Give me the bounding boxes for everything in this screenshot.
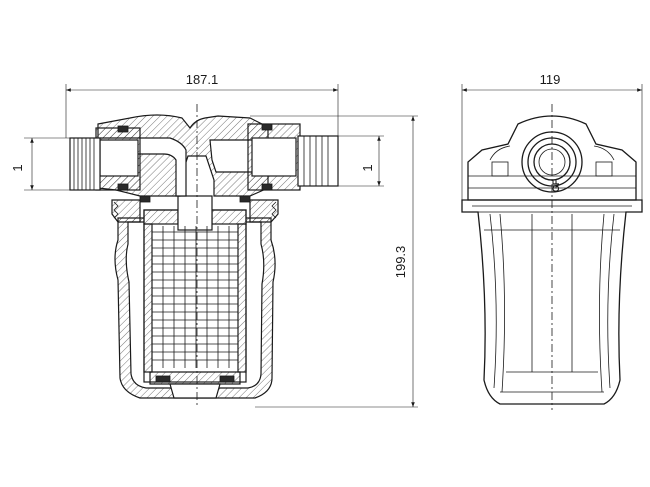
outlet-thread-lines — [303, 136, 329, 186]
inlet-thread-label: 1 — [10, 164, 25, 171]
side-view: GF — [461, 104, 643, 410]
inlet-thread-lines — [73, 138, 95, 190]
cartridge-top-cap-right — [211, 209, 247, 225]
side-port-mid — [527, 137, 577, 187]
outlet-union-bore — [251, 137, 297, 177]
cartridge-bottom-cap — [149, 371, 241, 385]
cartridge-left-rail — [143, 223, 153, 373]
side-head-body — [467, 115, 637, 201]
bowl-bottom-boss — [169, 383, 221, 399]
outlet-pipe — [297, 135, 339, 187]
o-rings — [117, 123, 273, 203]
bowl-collar-left — [111, 199, 141, 223]
outlet-thread-label: 1 — [360, 164, 375, 171]
cartridge-top-cap-left — [143, 209, 179, 225]
bottom-seal-right — [219, 375, 235, 383]
dimension-overall-height: 199.3 — [250, 115, 418, 408]
dimension-outlet-thread: 1 — [338, 135, 384, 187]
cartridge-right-rail — [237, 223, 247, 373]
overall-width-label: 187.1 — [186, 72, 219, 87]
inlet-pipe — [69, 137, 101, 191]
dimension-inlet-thread: 1 — [10, 137, 70, 191]
filter-mesh — [152, 226, 238, 368]
inlet-union-bore — [99, 139, 139, 177]
cartridge-center-tube — [177, 195, 213, 231]
thread-teeth — [113, 201, 277, 219]
dimension-overall-width: 187.1 — [65, 72, 339, 138]
bowl-collar-right — [249, 199, 279, 223]
side-width-label: 119 — [540, 72, 561, 87]
side-logo-mark: GF — [551, 179, 561, 192]
front-section-view — [69, 104, 339, 405]
dimension-side-width: 119 — [461, 72, 643, 200]
bottom-seal — [155, 375, 171, 383]
side-bowl-outer — [461, 199, 643, 405]
overall-height-label: 199.3 — [393, 246, 408, 279]
